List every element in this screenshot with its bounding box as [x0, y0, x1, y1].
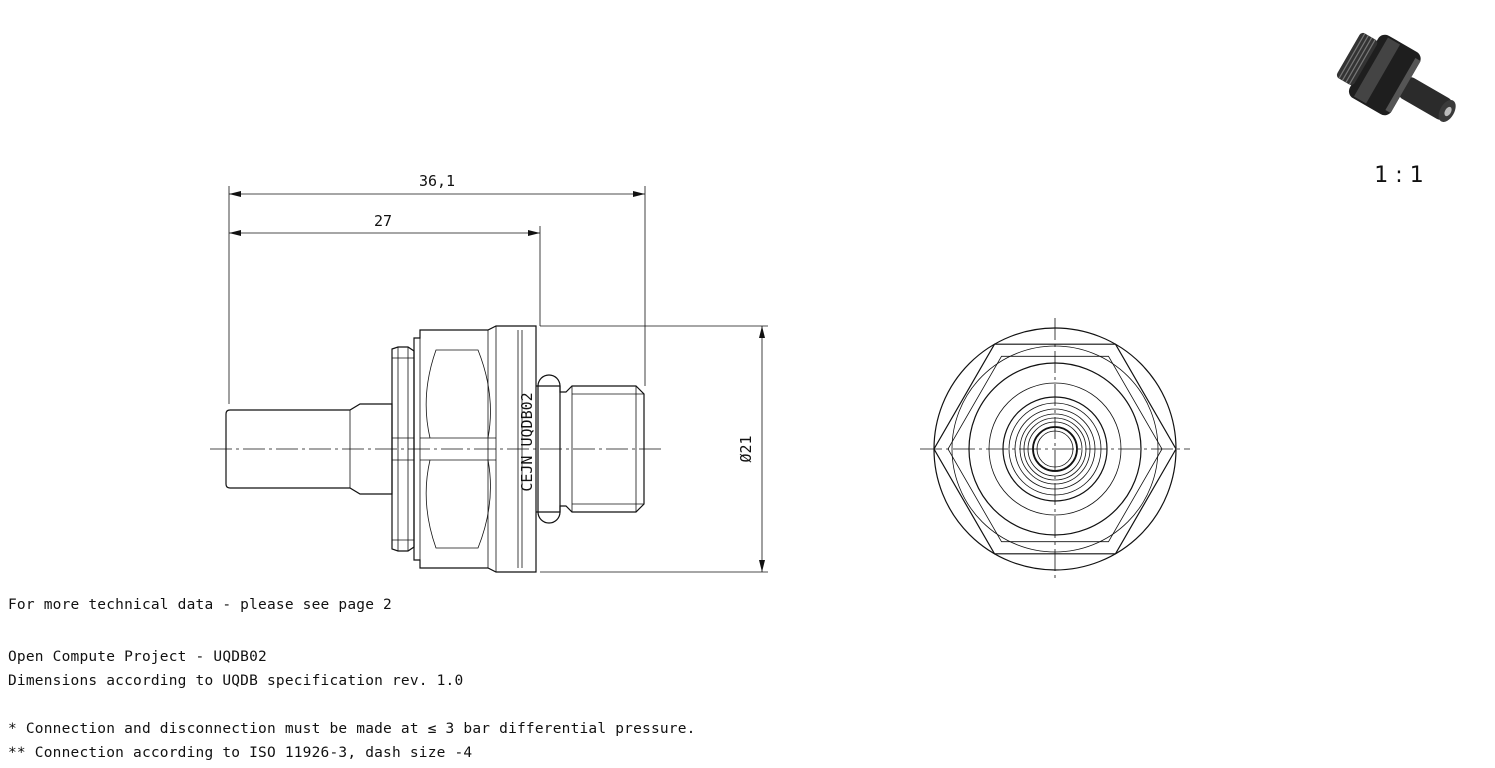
o-ring: [537, 374, 561, 524]
end-view: [920, 318, 1190, 582]
dimension-body-length: 27: [374, 212, 392, 230]
ring-circle: [1019, 413, 1091, 485]
tube-pin: [225, 403, 393, 495]
ring-circle: [1014, 408, 1096, 490]
thread-circle-inner: [1008, 402, 1102, 496]
thumb-pin-bore: [1444, 106, 1452, 117]
dimension-diameter: Ø21: [737, 435, 755, 462]
arrowhead: [528, 230, 540, 236]
note-connection-standard: ** Connection according to ISO 11926-3, …: [8, 745, 473, 761]
thumb-pin: [1399, 77, 1452, 120]
note-technical-data: For more technical data - please see pag…: [8, 597, 392, 613]
thumb-thread-line: [1341, 35, 1369, 81]
dimensions: 36,1 27 Ø21: [228, 172, 768, 573]
side-view: CEJN UQDB02: [210, 325, 665, 573]
ring-circle: [1023, 417, 1087, 481]
groove-circle: [988, 382, 1122, 516]
thread-circle: [1002, 396, 1108, 502]
note-specification: Dimensions according to UQDB specificati…: [8, 673, 464, 689]
threaded-end: [536, 385, 645, 513]
arrowhead: [229, 191, 241, 197]
chamfer-circle: [951, 345, 1159, 553]
body-circle: [968, 362, 1142, 536]
bore-inner: [1036, 430, 1074, 468]
hex-flat-arc: [425, 459, 491, 549]
arrowhead: [759, 326, 765, 338]
thumb-thread-line: [1348, 39, 1376, 85]
note-project: Open Compute Project - UQDB02: [8, 649, 267, 665]
arrowhead: [633, 191, 645, 197]
body-marking: CEJN UQDB02: [518, 392, 536, 491]
hex-flat-arc: [425, 349, 491, 439]
arrowhead: [229, 230, 241, 236]
hex-chamfer: [947, 355, 1163, 543]
thumb-ring: [1385, 58, 1421, 113]
scale-label: 1 : 1: [1374, 163, 1423, 188]
bore-circle: [1032, 426, 1078, 472]
dimension-overall-length: 36,1: [419, 172, 455, 190]
arrowhead: [759, 560, 765, 572]
note-pressure: * Connection and disconnection must be m…: [8, 721, 696, 737]
thumb-hex-face: [1353, 37, 1401, 104]
ring-circle: [1027, 421, 1083, 477]
product-thumbnail: [1336, 32, 1456, 122]
hex-outline: [933, 343, 1177, 555]
thumb-thread-line: [1345, 37, 1373, 83]
thumb-thread-line: [1338, 33, 1366, 79]
